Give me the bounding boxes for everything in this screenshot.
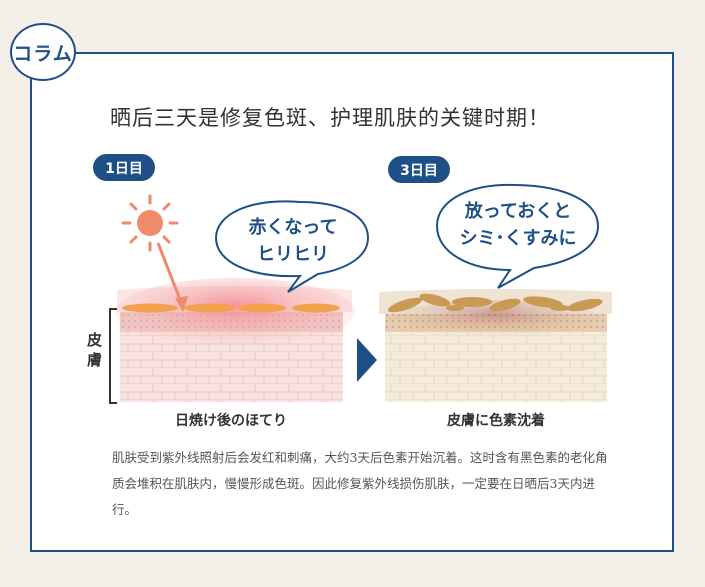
pigment-flakes — [387, 293, 603, 313]
day3-bubble-line2: シミ･くすみに — [459, 228, 577, 249]
sun-icon — [121, 194, 179, 252]
flake — [238, 303, 286, 313]
day1-skin-block — [115, 278, 355, 402]
uv-ray-arrow — [156, 242, 188, 312]
column-badge: コラム — [10, 23, 76, 81]
day1-speech-bubble — [214, 200, 370, 293]
day3-speech-bubble — [435, 183, 600, 289]
day3-bubble-text: 放っておくと シミ･くすみに — [446, 198, 590, 252]
skin-bracket — [109, 308, 117, 404]
day1-bubble-line1: 赤くなって — [248, 217, 338, 238]
flake — [292, 303, 340, 313]
day3-caption: 皮膚に色素沈着 — [447, 413, 545, 429]
page-title: 晒后三天是修复色斑、护理肌肤的关键时期！ — [110, 106, 550, 130]
flake — [122, 303, 178, 313]
day1-bubble-line2: ヒリヒリ — [257, 244, 329, 265]
day1-pill: 1日目 — [93, 154, 155, 181]
skin-side-label: 皮膚 — [87, 331, 103, 369]
day3-bubble-line1: 放っておくと — [464, 201, 572, 222]
day1-bubble-text: 赤くなって ヒリヒリ — [226, 214, 360, 268]
day1-caption: 日焼け後のほてり — [175, 413, 287, 429]
transition-arrow-icon — [357, 338, 377, 382]
day3-skin-block — [379, 289, 612, 402]
description-text: 肌肤受到紫外线照射后会发红和刺痛，大约3天后色素开始沉着。这时含有黑色素的老化角… — [112, 450, 608, 517]
flake — [184, 303, 236, 313]
day3-pill: 3日目 — [388, 156, 450, 183]
